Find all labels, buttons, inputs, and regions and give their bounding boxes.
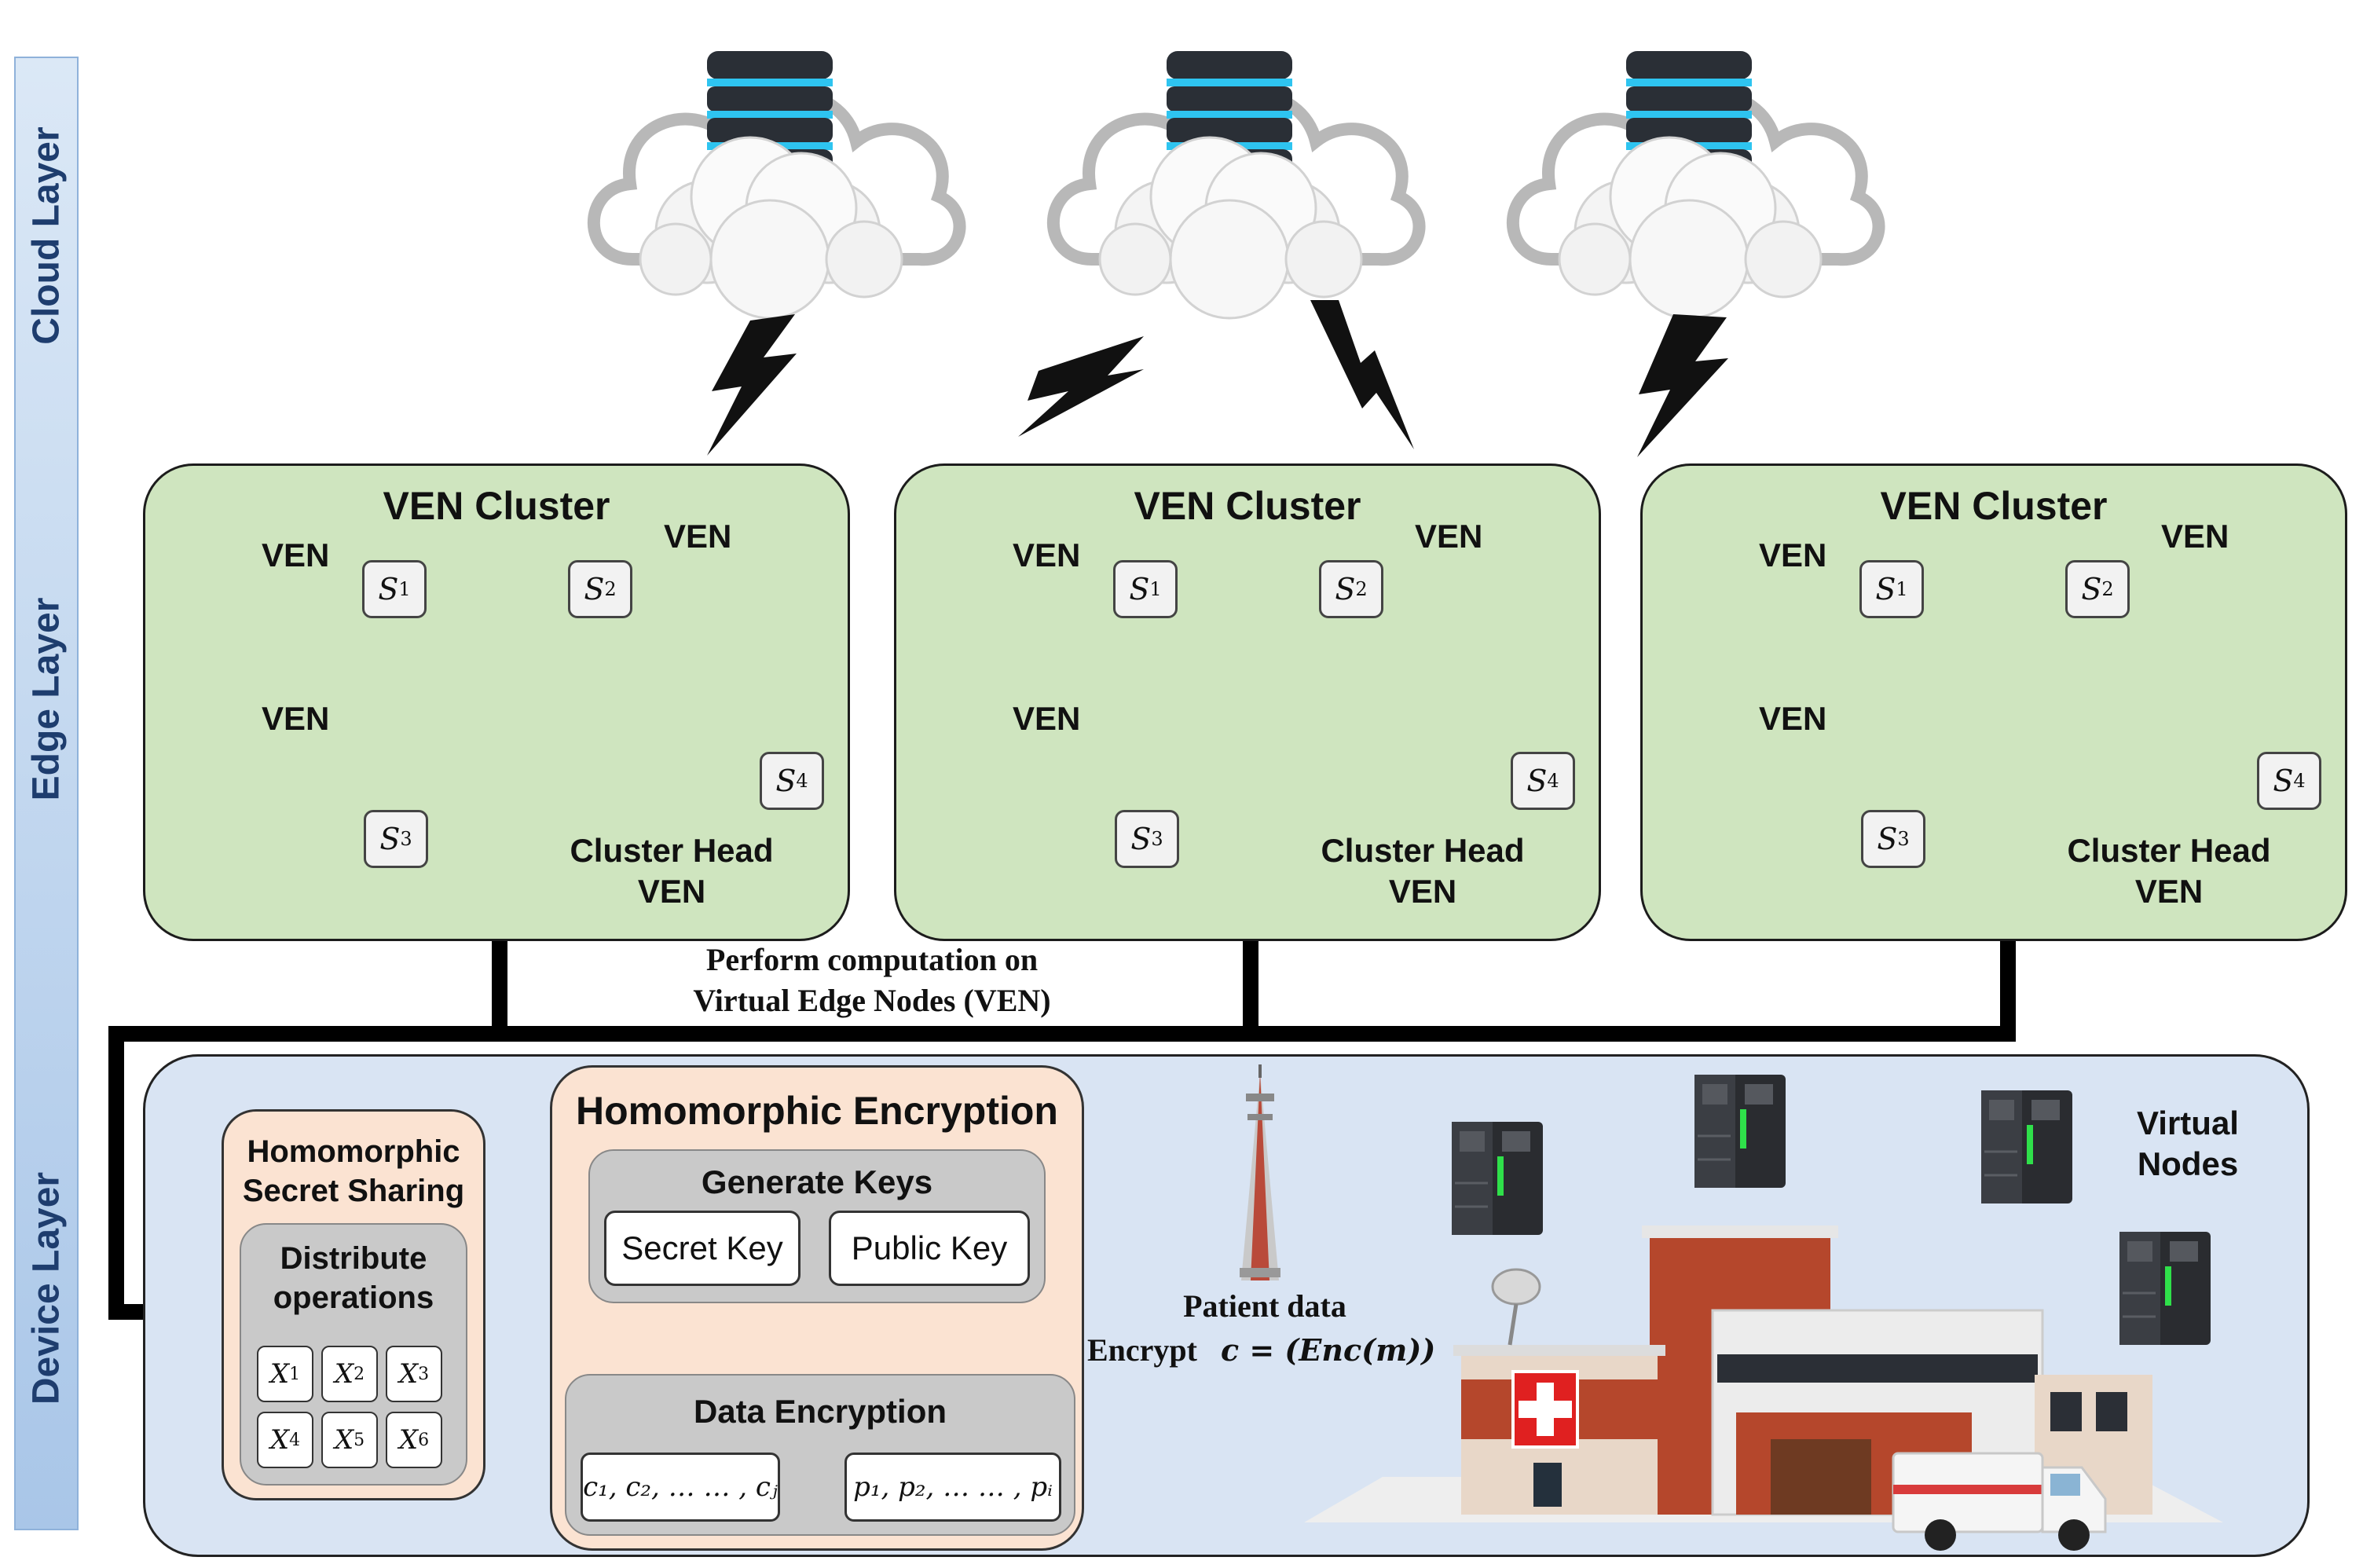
lightning-icon-1 [707,314,797,456]
ciphertext-sequence: c₁, c₂, … … , cⱼ [581,1453,780,1522]
generate-keys-box: Generate Keys Secret Key Public Key [588,1149,1046,1303]
data-encryption-title: Data Encryption [693,1393,947,1430]
lightning-icon-2 [1018,336,1144,437]
ambulance-icon [1892,1452,2107,1551]
cluster-title: VEN Cluster [383,484,610,528]
homomorphic-encryption-panel: Homomorphic Encryption Generate Keys Sec… [550,1065,1084,1551]
virtual-nodes-label: Virtual Nodes [2137,1105,2239,1182]
cluster-head-label: Cluster Head VEN [2067,832,2271,910]
lightning-icon-3 [1310,300,1414,449]
ven-label: VEN [262,537,330,573]
patient-data-label: Patient data [1183,1288,1346,1324]
ven-label: VEN [2161,518,2229,555]
public-key-box: Public Key [829,1211,1030,1286]
cluster-title: VEN Cluster [1880,484,2108,528]
generate-keys-title: Generate Keys [701,1163,933,1200]
computation-caption: Perform computation on Virtual Edge Node… [693,942,1051,1018]
homomorphic-secret-sharing-panel: Homomorphic Secret Sharing Distribute op… [222,1109,485,1500]
virtual-node-server-icon-1 [1450,1120,1544,1236]
ven-label: VEN [1415,518,1483,555]
cluster-head-label: Cluster Head VEN [570,832,774,910]
layer-bar [14,57,79,1530]
hss-title: Homomorphic Secret Sharing [242,1134,465,1208]
ven-cluster-3: VEN Cluster VEN VEN VEN Cluster Head VEN… [1640,463,2347,941]
virtual-node-server-icon-3 [1980,1089,2074,1205]
ven-cluster-2: VEN Cluster VEN VEN VEN Cluster Head VEN… [894,463,1601,941]
encrypt-formula: Encrypt c = (Enc(m)) [1087,1332,1436,1368]
ven-label: VEN [1759,700,1827,737]
cluster-head-label: Cluster Head VEN [1321,832,1525,910]
virtual-node-server-icon-4 [2118,1230,2212,1346]
ven-label: VEN [262,700,330,737]
plaintext-sequence: p₁, p₂, … … , pᵢ [844,1453,1061,1522]
virtual-node-server-icon-2 [1693,1073,1787,1189]
ven-label: VEN [1013,537,1081,573]
cluster-title: VEN Cluster [1134,484,1361,528]
lightning-icon-4 [1637,314,1728,457]
data-encryption-box: Data Encryption c₁, c₂, … … , cⱼ p₁, p₂,… [565,1374,1075,1536]
ven-label: VEN [1013,700,1081,737]
distribute-operations-title: Distribute operations [273,1241,434,1315]
ven-label: VEN [664,518,732,555]
ven-label: VEN [1759,537,1827,573]
he-title: Homomorphic Encryption [576,1089,1058,1133]
cell-tower-icon [1240,1064,1280,1280]
secret-key-box: Secret Key [604,1211,800,1286]
ven-cluster-1: VEN Cluster VEN VEN VEN Cluster Head VEN… [143,463,850,941]
